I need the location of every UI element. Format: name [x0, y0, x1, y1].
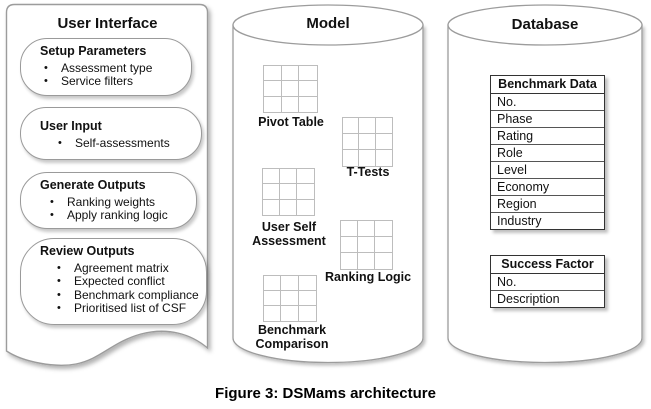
bullet-icon: • [57, 302, 61, 314]
list-item-label: Benchmark compliance [74, 287, 199, 302]
database-title: Database [511, 16, 579, 33]
table-row: Description [497, 292, 560, 306]
table-row: Region [491, 196, 604, 213]
bubble-title: Setup Parameters [40, 44, 147, 58]
user-self-assessment-grid-icon [262, 168, 315, 216]
list-item-label: Service filters [61, 74, 134, 88]
table-row: No. [491, 94, 604, 111]
benchmark-data-table: Benchmark Data No. Phase Rating Role Lev… [490, 75, 605, 230]
table-row: Rating [491, 128, 604, 145]
bubble-title: Generate Outputs [40, 178, 146, 192]
list-item-label: Ranking weights [67, 194, 156, 209]
list-item-label: Expected conflict [74, 274, 165, 288]
list-item-label: Prioritised list of CSF [74, 301, 187, 315]
list-item-label: Self-assessments [75, 135, 170, 150]
list-item: • Agreement matrix [57, 260, 206, 276]
bubble-user-input: User Input • Self-assessments [20, 107, 202, 160]
list-item: • Prioritised list of CSF [57, 301, 206, 316]
list-item-label: Agreement matrix [74, 260, 169, 275]
model-component-label: T-Tests [346, 165, 390, 179]
table-header: Benchmark Data [491, 76, 604, 94]
list-item: • Service filters [44, 74, 191, 89]
list-item: • Self-assessments [58, 135, 201, 151]
bullet-list: • Self-assessments [21, 135, 201, 151]
figure-caption: Figure 3: DSMams architecture [215, 385, 436, 402]
model-cylinder-top [232, 4, 424, 46]
bubble-title: User Input [40, 119, 102, 133]
bullet-icon: • [57, 288, 61, 301]
bullet-list: • Ranking weights • Apply ranking logic [21, 194, 196, 223]
table-row: Economy [491, 179, 604, 196]
model-component-label: Pivot Table [258, 115, 324, 129]
list-item: • Assessment type [44, 60, 191, 76]
list-item-label: Assessment type [61, 60, 153, 75]
user-interface-title: User Interface [57, 15, 158, 32]
bubble-generate-outputs: Generate Outputs • Ranking weights • Apply… [20, 172, 197, 229]
list-item: • Apply ranking logic [50, 208, 196, 223]
table-row: No. [491, 274, 604, 291]
benchmark-comparison-grid-icon [263, 275, 317, 322]
model-component-label: User Self Assessment [252, 220, 326, 248]
bubble-setup-parameters: Setup Parameters • Assessment type • Servi… [20, 38, 192, 96]
bullet-icon: • [44, 61, 48, 74]
table-row: Level [491, 162, 604, 179]
bullet-list: • Agreement matrix • Expected conflict • Be… [21, 260, 206, 316]
bullet-icon: • [50, 209, 54, 221]
bubble-review-outputs: Review Outputs • Agreement matrix • Expect… [20, 238, 207, 325]
bubble-title: Review Outputs [40, 244, 135, 258]
list-item: • Expected conflict [57, 274, 206, 289]
bullet-icon: • [44, 75, 48, 87]
model-title: Model [306, 15, 350, 32]
ranking-logic-grid-icon [340, 220, 393, 270]
bullet-icon: • [58, 136, 62, 149]
success-factor-table: Success Factor No. Description [490, 255, 605, 308]
database-cylinder-top [447, 4, 643, 46]
bullet-icon: • [50, 195, 54, 208]
pivot-table-grid-icon [263, 65, 318, 113]
table-row: Phase [491, 111, 604, 128]
table-row: Role [491, 145, 604, 162]
model-component-label: Ranking Logic [324, 270, 412, 284]
bullet-icon: • [57, 275, 61, 287]
bullet-list: • Assessment type • Service filters [21, 60, 191, 89]
table-header: Success Factor [491, 256, 604, 274]
t-tests-grid-icon [342, 117, 393, 167]
list-item-label: Apply ranking logic [67, 208, 168, 222]
model-component-label: Benchmark Comparison [255, 323, 329, 351]
table-row: Industry [497, 214, 542, 228]
list-item: • Benchmark compliance [57, 287, 206, 303]
list-item: • Ranking weights [50, 194, 196, 210]
bullet-icon: • [57, 261, 61, 274]
